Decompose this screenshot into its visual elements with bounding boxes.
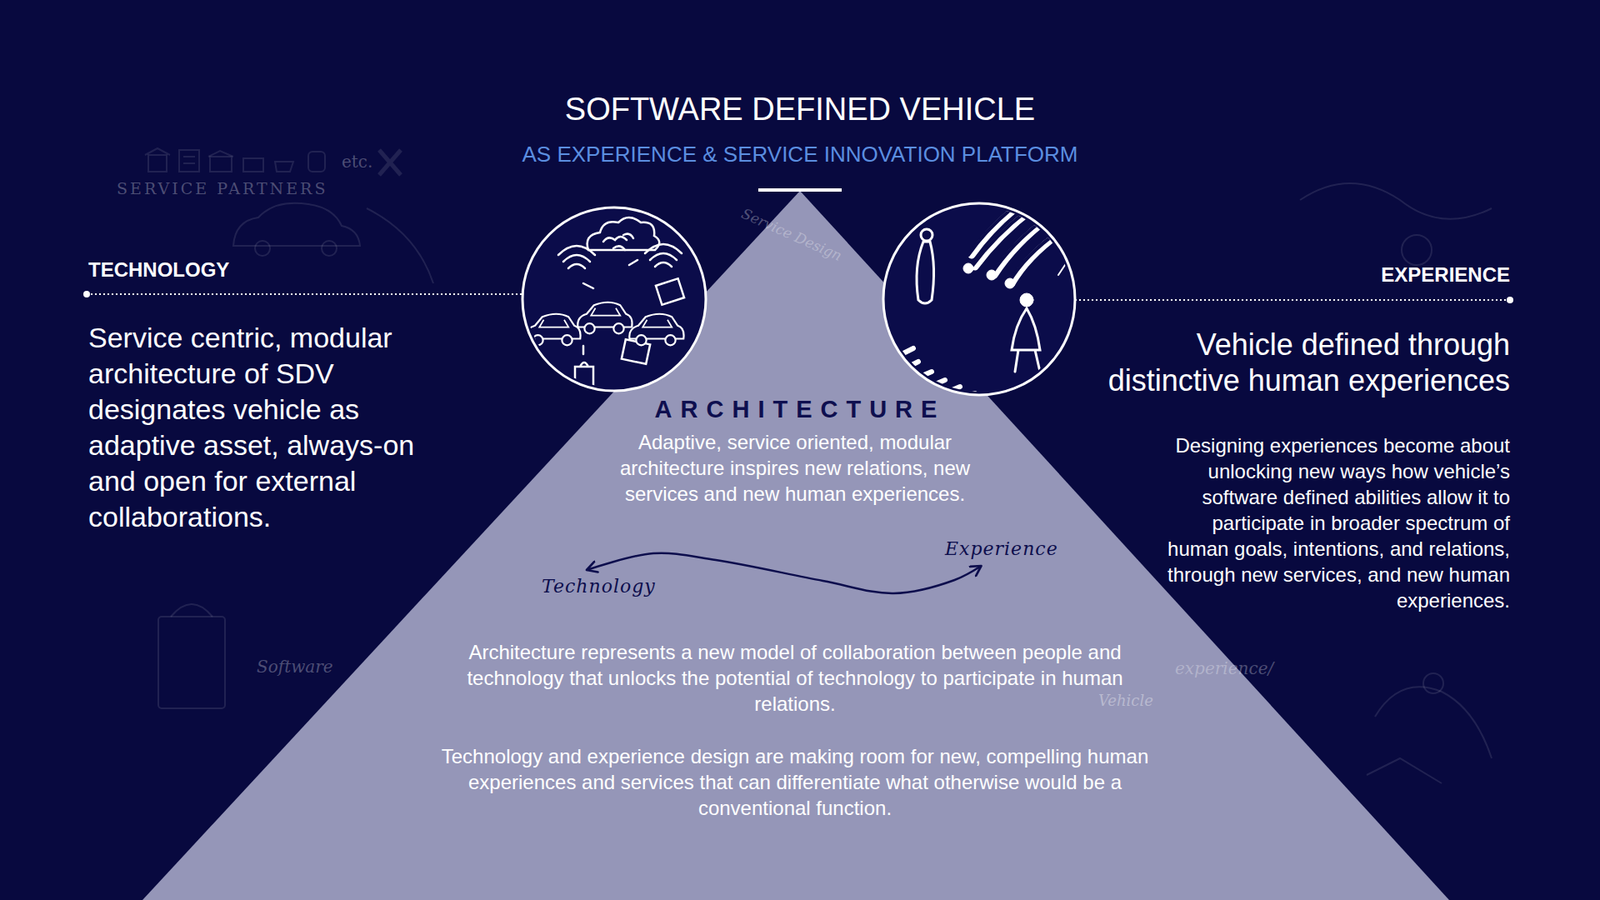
body-text: Adaptive, service oriented, modular arch… bbox=[595, 429, 995, 507]
watermark-text: Software bbox=[256, 656, 334, 677]
watermark-text: SERVICE PARTNERS bbox=[116, 179, 328, 198]
subtitle: AS EXPERIENCE & SERVICE INNOVATION PLATF… bbox=[0, 140, 1600, 168]
curved-arrow bbox=[586, 553, 982, 594]
watermark-text: etc. bbox=[341, 151, 373, 172]
diagram-title: SOFTWARE DEFINED VEHICLE bbox=[0, 90, 1600, 128]
experience-circle bbox=[883, 203, 1075, 397]
body-text: Service centric, modular architecture of… bbox=[88, 320, 464, 535]
body-text: Technology and experience design are mak… bbox=[415, 743, 1175, 821]
handwritten-label: Technology bbox=[541, 575, 656, 597]
watermark-text: experience/ bbox=[1175, 658, 1274, 679]
handwritten-label-box: Technology bbox=[538, 574, 660, 599]
watermark-text: Vehicle bbox=[1098, 691, 1154, 710]
handwritten-label-box: Experience bbox=[941, 536, 1062, 561]
section-heading: EXPERIENCE bbox=[1250, 263, 1510, 287]
body-text: Architecture represents a new model of c… bbox=[424, 639, 1166, 717]
architecture-heading: ARCHITECTURE bbox=[629, 395, 963, 424]
subheading-text: Vehicle defined through distinctive huma… bbox=[1076, 326, 1510, 399]
technology-circle bbox=[522, 207, 706, 392]
handwritten-label: Experience bbox=[945, 538, 1059, 560]
body-text: Designing experiences become about unloc… bbox=[1166, 432, 1510, 614]
section-heading: TECHNOLOGY bbox=[88, 258, 230, 282]
apex-bar bbox=[758, 188, 842, 192]
